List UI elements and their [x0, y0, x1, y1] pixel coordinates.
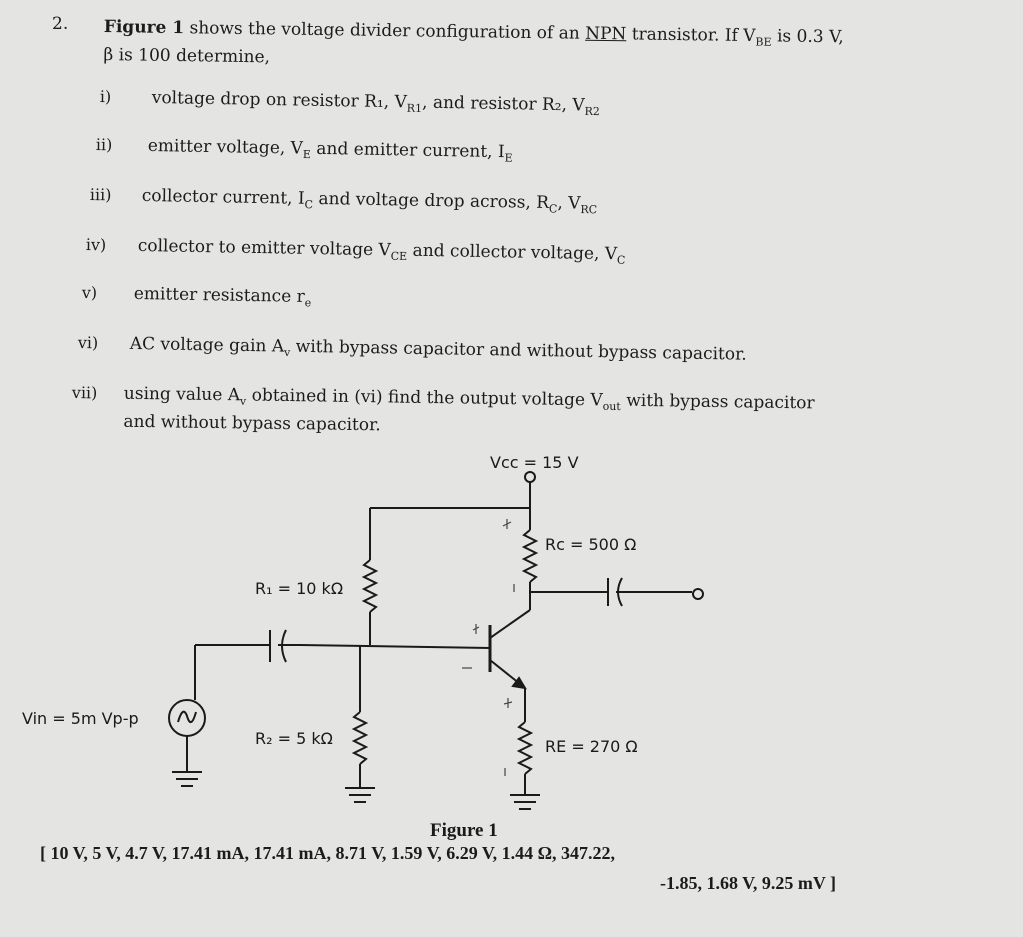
vcc-terminal: [524, 471, 536, 483]
r1-resistor: [361, 559, 379, 613]
sub-question-vi: vi)AC voltage gain Av with bypass capaci…: [77, 332, 747, 365]
r1-label: R₁ = 10 kΩ: [255, 579, 343, 598]
answer-line-2: -1.85, 1.68 V, 9.25 mV ]: [660, 873, 837, 893]
stem-figure-ref: Figure 1: [103, 16, 185, 39]
re-resistor: [516, 721, 534, 775]
question-number: 2.: [52, 14, 69, 34]
sub-question-ii: ii)emitter voltage, VE and emitter curre…: [95, 134, 513, 165]
stem-beta-line: β is 100 determine,: [103, 45, 271, 68]
sub-question-v: v)emitter resistance re: [81, 282, 312, 310]
output-terminal: [692, 588, 704, 600]
r2-label: R₂ = 5 kΩ: [255, 729, 333, 748]
re-label: RE = 270 Ω: [545, 737, 638, 756]
sub-question-vii: vii)using value Av obtained in (vi) find…: [71, 382, 815, 436]
circuit-diagram: Vcc = 15 V Rc = 500 Ω R₁ = 10 kΩ R₂ = 5 …: [22, 453, 704, 840]
figure-caption: Figure 1: [430, 820, 498, 840]
question-stem: Figure 1 shows the voltage divider confi…: [103, 16, 844, 68]
vcc-label: Vcc = 15 V: [490, 453, 579, 472]
sub-question-i: i)voltage drop on resistor R₁, VR1, and …: [99, 86, 600, 119]
answer-line-1: [ 10 V, 5 V, 4.7 V, 17.41 mA, 17.41 mA, …: [40, 843, 616, 863]
rc-label: Rc = 500 Ω: [545, 535, 636, 554]
r2-resistor: [351, 711, 369, 765]
sub-question-iv: iv)collector to emitter voltage VCE and …: [85, 234, 626, 267]
sub-question-iii: iii)collector current, IC and voltage dr…: [89, 184, 598, 217]
rc-resistor: [521, 529, 539, 583]
vin-label: Vin = 5m Vp-p: [22, 709, 139, 728]
